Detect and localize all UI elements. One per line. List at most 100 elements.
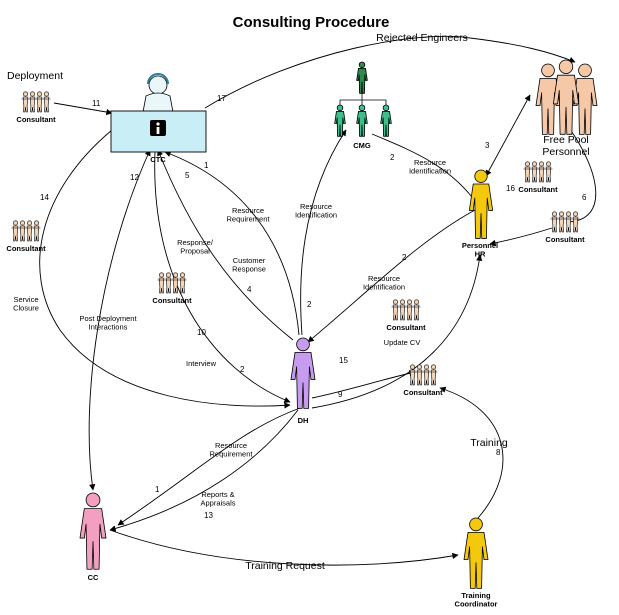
consultant-label: Consultant	[545, 235, 585, 244]
cc-figure	[79, 492, 107, 570]
edge-cmg-to-dh	[300, 129, 347, 336]
edge-post-deployment	[88, 149, 151, 491]
label-update-cv: Update CV	[384, 338, 421, 347]
node-cmg-label: CMG	[353, 141, 371, 150]
edge-resource-requirement-1	[164, 151, 300, 336]
operator-headset-icon	[147, 73, 169, 85]
edge-dh-to-consultant	[311, 370, 416, 399]
consultant-label: Consultant	[16, 115, 56, 124]
edge-number: 8	[496, 448, 501, 457]
node-cc-label: CC	[88, 573, 99, 582]
edge-number: 3	[485, 141, 490, 150]
edges	[39, 35, 597, 566]
edge-number: 2	[240, 365, 245, 374]
edge-number: 1	[204, 161, 209, 170]
edge-rejected-engineers	[204, 35, 576, 109]
edge-number: 9	[338, 390, 343, 399]
consultant-label: Consultant	[386, 323, 426, 332]
edge-cmg-to-hr	[371, 133, 479, 206]
hr-figure	[468, 169, 494, 239]
info-icon-dot	[156, 122, 160, 126]
consultant-center: Consultant	[152, 272, 192, 305]
edge-number: 5	[185, 171, 190, 180]
edge-response-proposal	[157, 149, 294, 341]
consultant-label: Consultant	[6, 244, 46, 253]
dh-figure	[290, 337, 316, 409]
consultant-deployment: Consultant	[16, 91, 56, 124]
edge-number: 17	[217, 94, 226, 103]
training-coordinator-figure	[463, 517, 489, 589]
label-deployment: Deployment	[7, 70, 63, 82]
edge-reports-appraisals	[109, 409, 299, 532]
consultant-left: Consultant	[6, 220, 46, 253]
free-pool-figure	[552, 59, 580, 135]
label-response-proposal: Response/Proposal	[177, 238, 214, 256]
info-icon-bar	[156, 127, 160, 134]
edge-deployment	[53, 102, 113, 116]
consultant-dh-right: Consultant	[403, 364, 443, 397]
consultant-hr-right: Consultant	[518, 161, 558, 194]
consultant-label: Consultant	[152, 296, 192, 305]
label-training-request: Training Request	[245, 560, 325, 572]
edge-number: 6	[582, 193, 587, 202]
diagram-title: Consulting Procedure	[233, 14, 390, 31]
consultant-label: Consultant	[518, 185, 558, 194]
edge-number: 2	[390, 153, 395, 162]
node-dh-label: DH	[298, 416, 309, 425]
edge-number: 2	[402, 253, 407, 262]
label-training: Training	[470, 437, 508, 449]
operator-head	[148, 75, 168, 95]
edge-hr-to-dh	[307, 209, 476, 343]
edge-number: 16	[506, 184, 515, 193]
operator-body	[142, 92, 174, 113]
label-reports-appraisals: Reports &Appraisals	[200, 490, 235, 508]
edge-labels: Rejected Engineers Deployment Training T…	[7, 32, 508, 572]
edge-number: 13	[204, 511, 213, 520]
node-ctc-label: CTC	[150, 155, 166, 164]
edge-number: 10	[197, 328, 206, 337]
edge-update-cv	[311, 254, 483, 409]
cmg-staff-figure	[356, 104, 368, 137]
consultant-label: Consultant	[403, 388, 443, 397]
cmg-hierarchy	[339, 92, 387, 106]
edge-number: 12	[130, 173, 139, 182]
edge-number: 1	[155, 485, 160, 494]
edge-number: 4	[247, 285, 252, 294]
cmg-head-figure	[356, 61, 368, 94]
consultant-update-cv: Consultant	[386, 299, 426, 332]
edge-interview	[154, 151, 291, 403]
edge-training	[439, 386, 504, 519]
cmg-staff-figure	[334, 104, 346, 137]
edge-resource-requirement-2	[117, 407, 301, 526]
consultant-freepool: Consultant	[545, 211, 585, 244]
edge-training-request	[109, 529, 459, 566]
label-rejected-engineers: Rejected Engineers	[376, 32, 468, 44]
edge-service-closure	[39, 129, 291, 409]
label-interview: Interview	[186, 359, 217, 368]
edge-hr-to-freepool	[485, 94, 531, 177]
edge-number: 11	[92, 99, 101, 108]
edge-freepool-consultant	[566, 124, 597, 223]
edge-number: 2	[307, 300, 312, 309]
edge-number: 15	[339, 356, 348, 365]
ctc-desk: CTC	[110, 73, 207, 164]
edge-numbers: 17 11 12 14 1 5 4 10 2 2 2 2 3 16 6 15 9…	[40, 94, 587, 520]
edge-number: 14	[40, 193, 49, 202]
cmg-staff-figure	[380, 104, 392, 137]
figures: ConsultantConsultantConsultantConsultant…	[6, 59, 598, 589]
edge-consultant-to-hr	[489, 227, 553, 246]
